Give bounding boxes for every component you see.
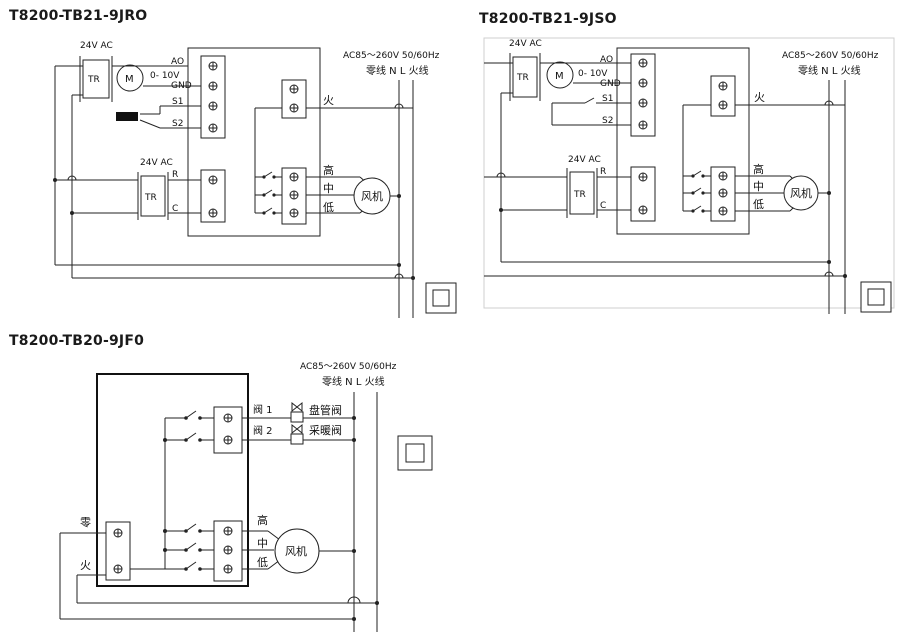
diagram-3: AC85～260V 50/60Hz 零线 N L 火线 — [59, 362, 433, 632]
valve-icon — [290, 401, 356, 445]
svg-text:零线 N L 火线: 零线 N L 火线 — [798, 64, 861, 77]
svg-text:24V AC: 24V AC — [509, 39, 542, 49]
transformer-top — [82, 59, 110, 99]
svg-text:阀 2: 阀 2 — [253, 424, 273, 437]
svg-text:盘管阀: 盘管阀 — [309, 403, 342, 417]
svg-text:零: 零 — [80, 516, 91, 529]
transformer-bottom — [140, 175, 166, 217]
svg-text:TR: TR — [144, 193, 157, 203]
svg-text:24V AC: 24V AC — [140, 158, 173, 168]
svg-text:低: 低 — [257, 556, 268, 569]
diagram-2-frame — [483, 37, 895, 309]
diagram-1-title: T8200-TB21-9JRO — [9, 8, 148, 24]
svg-text:M: M — [125, 74, 134, 85]
svg-text:阀 1: 阀 1 — [253, 403, 273, 416]
svg-text:高: 高 — [753, 162, 764, 176]
svg-text:采暖阀: 采暖阀 — [309, 423, 342, 437]
svg-text:TR: TR — [516, 73, 529, 83]
line-labels: 零线 N L 火线 — [366, 64, 429, 77]
svg-text:S1: S1 — [602, 94, 613, 104]
terminal-screws — [208, 61, 218, 133]
tr-top-label: 24V AC — [80, 41, 113, 51]
mid-label: 中 — [323, 182, 334, 195]
svg-text:AC85～260V 50/60Hz: AC85～260V 50/60Hz — [300, 362, 397, 372]
svg-text:AO: AO — [600, 55, 613, 65]
svg-text:中: 中 — [753, 180, 764, 193]
svg-text:AO: AO — [171, 57, 184, 67]
diagram-2-title: T8200-TB21-9JSO — [479, 11, 617, 27]
svg-text:0- 10V: 0- 10V — [578, 69, 608, 79]
svg-text:TR: TR — [87, 75, 100, 85]
svg-text:GND: GND — [600, 79, 621, 89]
power-label: AC85～260V 50/60Hz — [343, 51, 440, 61]
svg-text:AC85～260V 50/60Hz: AC85～260V 50/60Hz — [782, 51, 879, 61]
svg-text:R: R — [600, 167, 606, 177]
low-label: 低 — [323, 201, 334, 214]
svg-text:S1: S1 — [172, 97, 183, 107]
svg-text:24V AC: 24V AC — [568, 155, 601, 165]
svg-text:TR: TR — [573, 190, 586, 200]
svg-text:中: 中 — [257, 537, 268, 550]
svg-text:GND: GND — [171, 81, 192, 91]
diagram-3-title: T8200-TB20-9JF0 — [9, 333, 145, 349]
relay-switches — [254, 107, 282, 215]
fan-label: 风机 — [361, 189, 383, 203]
fire-label: 火 — [323, 94, 334, 107]
svg-text:高: 高 — [257, 513, 268, 527]
svg-text:火: 火 — [754, 91, 765, 104]
high-label: 高 — [323, 163, 334, 177]
svg-text:R: R — [172, 170, 178, 180]
svg-text:C: C — [600, 201, 606, 211]
svg-text:低: 低 — [753, 198, 764, 211]
svg-text:S2: S2 — [602, 116, 613, 126]
svg-text:0- 10V: 0- 10V — [150, 71, 180, 81]
svg-text:M: M — [555, 71, 564, 82]
diagram-1: AC85～260V 50/60Hz 零线 N L 火线 — [53, 41, 457, 318]
svg-text:火: 火 — [80, 559, 91, 572]
svg-text:零线 N L 火线: 零线 N L 火线 — [322, 375, 385, 388]
svg-text:风机: 风机 — [790, 186, 812, 200]
svg-text:风机: 风机 — [285, 544, 307, 558]
valve-motor — [116, 64, 144, 92]
svg-text:C: C — [172, 204, 178, 214]
diagram-2: AC85～260V 50/60Hz 零线 N L 火线 — [483, 37, 895, 314]
sensor — [116, 112, 138, 121]
svg-text:S2: S2 — [172, 119, 183, 129]
